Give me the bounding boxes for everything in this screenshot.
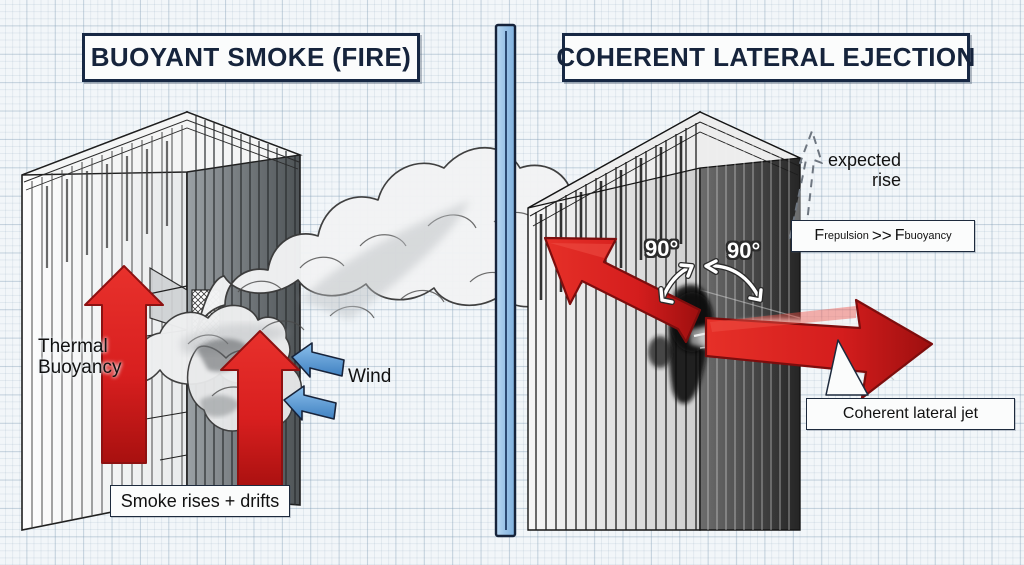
smoke-rises-callout: Smoke rises + drifts (110, 485, 290, 517)
lateral-ejection-arrow-left (543, 236, 702, 344)
formula-rhs-sub: buoyancy (904, 230, 952, 242)
formula-lhs-base: F (814, 227, 825, 244)
wind-arrow-lower (283, 385, 337, 421)
coherent-lateral-jet-callout: Coherent lateral jet (806, 398, 1015, 430)
thermal-buoyancy-arrow-left (84, 265, 164, 464)
wind-label: Wind (348, 366, 392, 387)
formula-lhs-sub: repulsion (824, 230, 869, 242)
panel-title-right: COHERENT LATERAL EJECTION (556, 33, 975, 82)
angle-label-right: 90° (727, 238, 761, 263)
lateral-ejection-arrow-right (704, 298, 934, 400)
vertical-divider-bar (494, 23, 517, 538)
angle-label-left: 90° (645, 236, 679, 261)
formula-operator: >> (871, 226, 892, 245)
expected-rise-label: expected rise (828, 150, 902, 191)
thermal-buoyancy-arrow-right (220, 330, 300, 491)
formula-rhs-base: F (894, 227, 905, 244)
expected-rise-arrow (789, 130, 823, 239)
thermal-buoyancy-label: Thermal Buoyancy (38, 336, 122, 379)
angle-indicator-arrow-right (703, 258, 764, 303)
wind-arrow-upper (291, 342, 345, 378)
angle-indicator-arrow-left (658, 262, 695, 305)
coherent-jet-leader-line (825, 339, 869, 396)
panel-title-left: BUOYANT SMOKE (FIRE) (82, 33, 420, 82)
